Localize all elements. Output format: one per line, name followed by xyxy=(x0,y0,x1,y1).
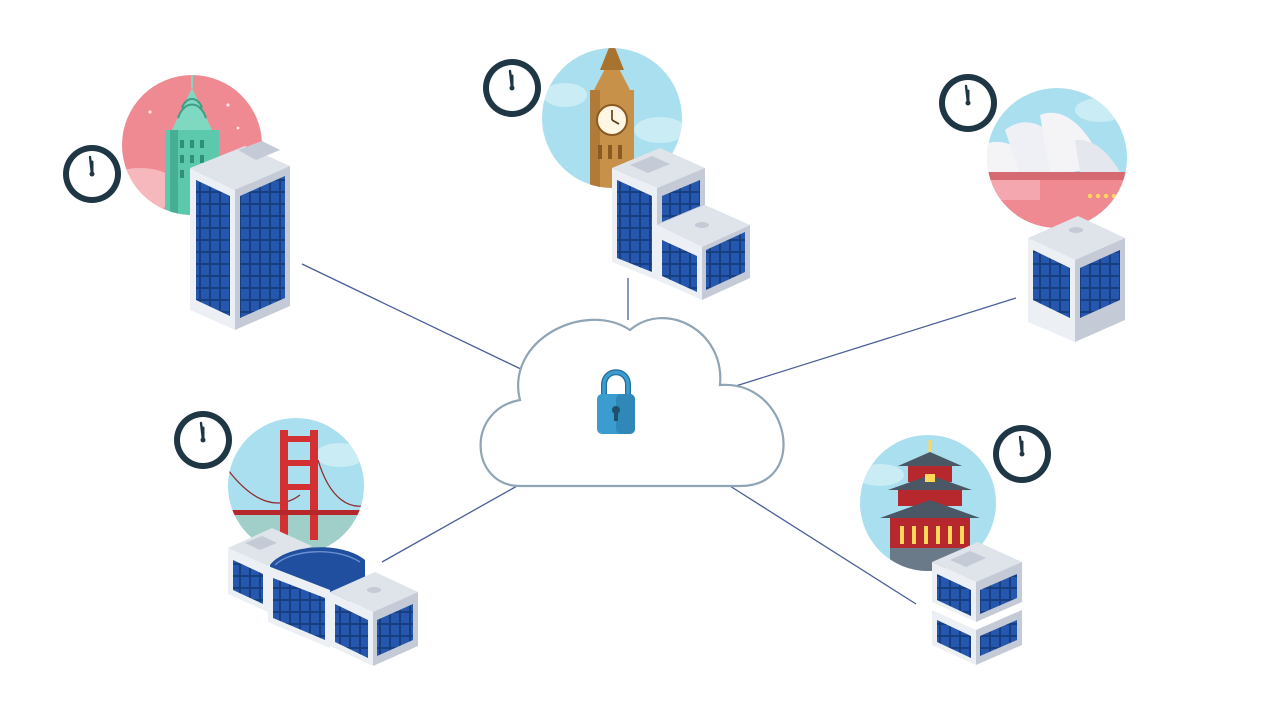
link-new-york xyxy=(301,263,528,373)
office-tower-icon xyxy=(190,141,290,330)
clock-icon xyxy=(483,59,541,117)
connection-lines xyxy=(301,263,1017,605)
link-beijing xyxy=(729,485,917,605)
clocks xyxy=(63,59,1051,483)
new-york-node xyxy=(122,75,290,330)
office-campus-icon xyxy=(228,528,418,666)
temple-of-heaven-icon xyxy=(860,435,996,571)
big-ben-icon xyxy=(542,48,682,188)
beijing-node xyxy=(860,435,1022,665)
padlock-icon xyxy=(597,369,635,434)
office-stack-icon xyxy=(932,542,1022,665)
london-node xyxy=(542,48,750,300)
clock-icon xyxy=(63,145,121,203)
sydney-opera-house-icon xyxy=(987,88,1127,228)
office-cube-icon xyxy=(1028,216,1125,342)
clock-icon xyxy=(174,411,232,469)
link-sydney xyxy=(722,297,1017,391)
san-francisco-node xyxy=(228,418,418,666)
clock-icon xyxy=(993,425,1051,483)
office-block-icon xyxy=(612,148,750,300)
link-san-francisco xyxy=(381,485,518,563)
clock-icon xyxy=(939,74,997,132)
